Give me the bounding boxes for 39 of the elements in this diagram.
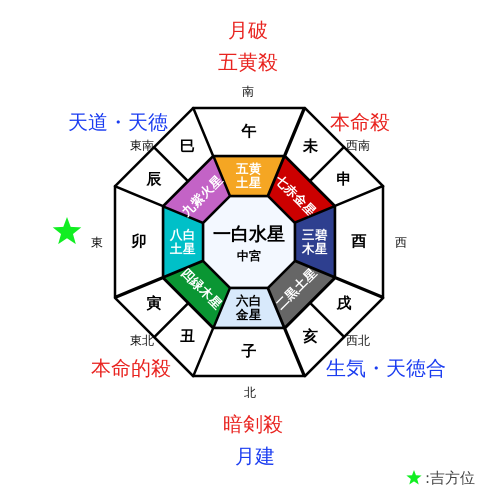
branch-label: 午 [241,124,256,140]
star-name: 四緑木星 [179,266,226,312]
direction-label: 北 [244,386,256,400]
star-name: 五黄土星 [236,162,262,190]
direction-label: 東北 [130,334,154,348]
branch-label: 巳 [180,139,195,155]
legend-label: :吉方位 [424,470,476,486]
branch-label: 未 [303,139,318,155]
star-name: 一白水星 [213,226,285,244]
warning-label: 暗剣殺 [223,413,283,435]
fortune-label: 天道・天徳 [68,111,168,133]
branch-label: 酉 [352,234,366,250]
direction-label: 東 [91,236,103,250]
direction-label: 南 [242,85,254,99]
star-name: 三碧木星 [302,228,328,256]
fortune-label: 月建 [235,445,275,467]
star-name: 八白土星 [170,228,196,256]
direction-label: 西 [395,236,407,250]
branch-label: 卯 [132,234,146,250]
branch-label: 亥 [303,328,318,344]
direction-label: 西北 [346,334,370,348]
branch-label: 申 [336,172,352,188]
warning-label: 本命的殺 [91,357,171,379]
warning-label: 五黄殺 [218,51,278,73]
direction-label: 西南 [346,139,370,153]
warning-label: 月破 [228,19,268,41]
star-name: 二黒土星 [272,266,319,312]
warning-label: 本命殺 [330,111,390,133]
fortune-label: 生気・天徳合 [326,357,446,379]
palace-label: 中宮 [237,250,261,262]
direction-label: 東南 [130,139,154,153]
star-name: 七赤金星 [272,172,319,218]
branch-label: 寅 [146,296,162,312]
star-name: 六白金星 [236,294,262,322]
branch-label: 丑 [180,328,195,344]
star-name: 九紫火星 [179,172,226,218]
branch-label: 子 [241,344,256,360]
branch-label: 戌 [336,296,352,312]
branch-label: 辰 [146,172,162,188]
